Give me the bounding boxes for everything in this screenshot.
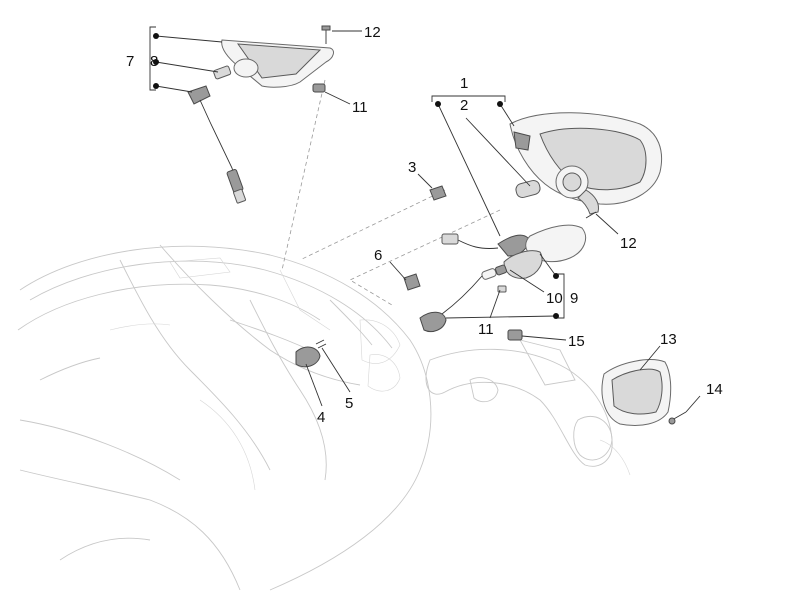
callout-12-taillight: 12 bbox=[620, 235, 637, 252]
callout-2: 2 bbox=[460, 97, 468, 114]
part-4-knob bbox=[295, 346, 321, 368]
callout-8: 8 bbox=[150, 53, 158, 70]
callout-6: 6 bbox=[374, 247, 382, 264]
rear-fender-bracket bbox=[425, 339, 631, 476]
part-15-clip bbox=[507, 329, 523, 341]
callout-labels: 1 2 3 4 5 6 7 8 9 10 11 11 12 12 13 14 1… bbox=[126, 24, 723, 426]
callout-13: 13 bbox=[660, 331, 677, 348]
part-12-screw-taillight bbox=[585, 211, 597, 219]
front-indicator-assembly bbox=[187, 39, 334, 204]
callout-4: 4 bbox=[317, 409, 325, 426]
part-13-reflector bbox=[601, 359, 672, 426]
callout-12-top: 12 bbox=[364, 24, 381, 41]
assembly-dash-lines bbox=[281, 79, 501, 306]
callout-15: 15 bbox=[568, 333, 585, 350]
callout-9: 9 bbox=[570, 290, 578, 307]
callout-11-top: 11 bbox=[352, 99, 368, 116]
part-12-screw-top bbox=[321, 25, 331, 44]
callout-7: 7 bbox=[126, 53, 134, 70]
callout-10: 10 bbox=[546, 290, 563, 307]
license-light-assembly bbox=[419, 224, 586, 333]
bullet-dots bbox=[153, 33, 559, 319]
scooter-body-outline bbox=[17, 244, 432, 591]
callout-14: 14 bbox=[706, 381, 723, 398]
part-3-clip bbox=[429, 185, 447, 201]
callout-3: 3 bbox=[408, 159, 416, 176]
leader-lines bbox=[149, 26, 701, 413]
callout-5: 5 bbox=[345, 395, 353, 412]
part-11-clip-top bbox=[312, 83, 326, 93]
tail-light-assembly bbox=[441, 112, 663, 257]
callout-1: 1 bbox=[460, 75, 468, 92]
part-5-spring bbox=[315, 339, 327, 349]
part-6-clip bbox=[403, 273, 421, 291]
part-14-screw bbox=[668, 411, 687, 425]
callout-11-lower: 11 bbox=[478, 321, 494, 338]
